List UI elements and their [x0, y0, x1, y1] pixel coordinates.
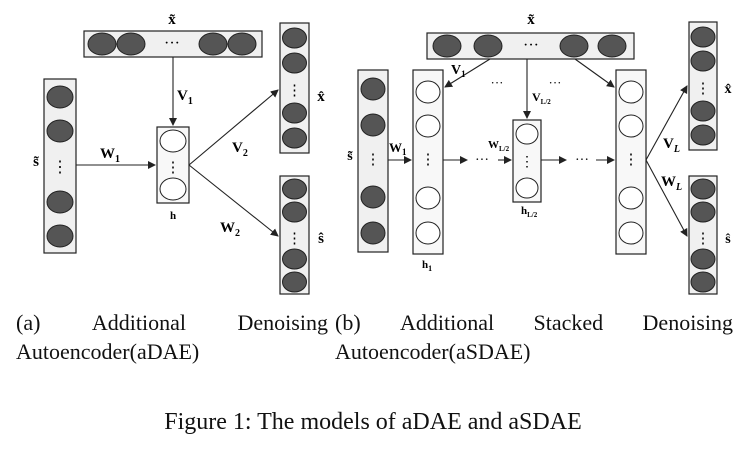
b-ellipsis-top-left: ··· [491, 75, 504, 90]
b-s-tilde-label: s̃ [347, 149, 353, 164]
a-v2-label: V2 [232, 140, 248, 159]
svg-text:⋮: ⋮ [696, 81, 711, 97]
svg-text:⋮: ⋮ [287, 83, 302, 99]
b-hl2-label: hL/2 [521, 205, 538, 219]
b-ellipsis-left: ··· [475, 153, 489, 168]
b-hl2-layer: ⋮ [512, 119, 542, 203]
b-wl-label: WL [661, 174, 682, 193]
b-s-tilde-layer: ⋮ [357, 69, 389, 253]
b-x-tilde-label: x̃ [527, 12, 535, 28]
svg-text:⋮: ⋮ [52, 159, 68, 176]
b-s-hat-label: ŝ [725, 232, 731, 247]
svg-text:⋮: ⋮ [366, 152, 381, 168]
b-v1-label: V1 [451, 63, 466, 79]
a-v1-label: V1 [177, 88, 193, 107]
a-h-label: h [170, 210, 176, 222]
b-ellipsis-top-right: ··· [549, 75, 562, 90]
figure-diagram: ··· x̃ ⋮ s̃ ⋮ h ⋮ [33, 12, 732, 295]
caption-b-line2: Autoencoder(aSDAE) [335, 339, 531, 364]
b-h1-label: h1 [422, 259, 432, 273]
caption-b-word: (b) [335, 310, 361, 335]
a-x-hat-layer: ⋮ [279, 22, 310, 154]
svg-text:⋮: ⋮ [166, 160, 181, 176]
svg-text:⋮: ⋮ [421, 152, 436, 168]
figure: ··· x̃ ⋮ s̃ ⋮ h ⋮ [33, 12, 732, 295]
svg-text:···: ··· [164, 35, 180, 52]
panel-b: ··· x̃ ⋮ s̃ ⋮ h1 ⋮ [347, 12, 732, 295]
caption-a-line2: Autoencoder(aDAE) [16, 339, 200, 364]
b-vl-label: VL [663, 136, 680, 155]
caption-b-word: Additional [400, 310, 495, 335]
b-wl2-label: WL/2 [488, 139, 510, 153]
a-s-hat-label: ŝ [318, 231, 324, 247]
caption-a-line1: (a) Additional Denoising [16, 309, 328, 336]
panel-a: ··· x̃ ⋮ s̃ ⋮ h ⋮ [33, 12, 325, 295]
caption-a-word: (a) [16, 310, 41, 335]
b-edges [388, 58, 688, 237]
caption-b-line1: (b) Additional Stacked Denoising [335, 309, 733, 336]
b-ellipsis-right: ··· [575, 153, 589, 168]
b-s-hat-layer: ⋮ [688, 175, 718, 295]
svg-text:⋮: ⋮ [696, 231, 711, 247]
a-w2-label: W2 [220, 220, 240, 239]
caption-a-word: Additional [91, 310, 187, 335]
a-x-tilde-layer: ··· [83, 30, 263, 58]
a-s-tilde-layer: ⋮ [43, 78, 77, 254]
a-w1-label: W1 [100, 146, 120, 165]
a-x-tilde-label: x̃ [168, 12, 176, 28]
caption-b-word: Denoising [642, 310, 733, 335]
a-s-tilde-label: s̃ [33, 154, 39, 170]
b-x-hat-label: x̂ [725, 82, 732, 97]
svg-text:···: ··· [523, 37, 539, 54]
b-hlast-layer: ⋮ [615, 69, 647, 255]
b-h1-layer: ⋮ [412, 69, 444, 255]
a-edges [76, 57, 279, 237]
svg-text:⋮: ⋮ [287, 231, 302, 247]
a-x-hat-label: x̂ [317, 89, 325, 105]
figure-title: Figure 1: The models of aDAE and aSDAE [164, 409, 582, 435]
a-hidden-layer: ⋮ [156, 126, 190, 204]
b-vl2-label: VL/2 [532, 90, 551, 106]
a-s-hat-layer: ⋮ [279, 175, 310, 295]
svg-text:⋮: ⋮ [520, 155, 534, 170]
b-w1-label: W1 [389, 140, 407, 157]
b-x-hat-layer: ⋮ [688, 21, 718, 151]
b-x-tilde-layer: ··· [426, 32, 635, 60]
caption-a-word: Denoising [237, 310, 328, 335]
svg-text:⋮: ⋮ [624, 152, 639, 168]
caption-b-word: Stacked [533, 310, 604, 335]
